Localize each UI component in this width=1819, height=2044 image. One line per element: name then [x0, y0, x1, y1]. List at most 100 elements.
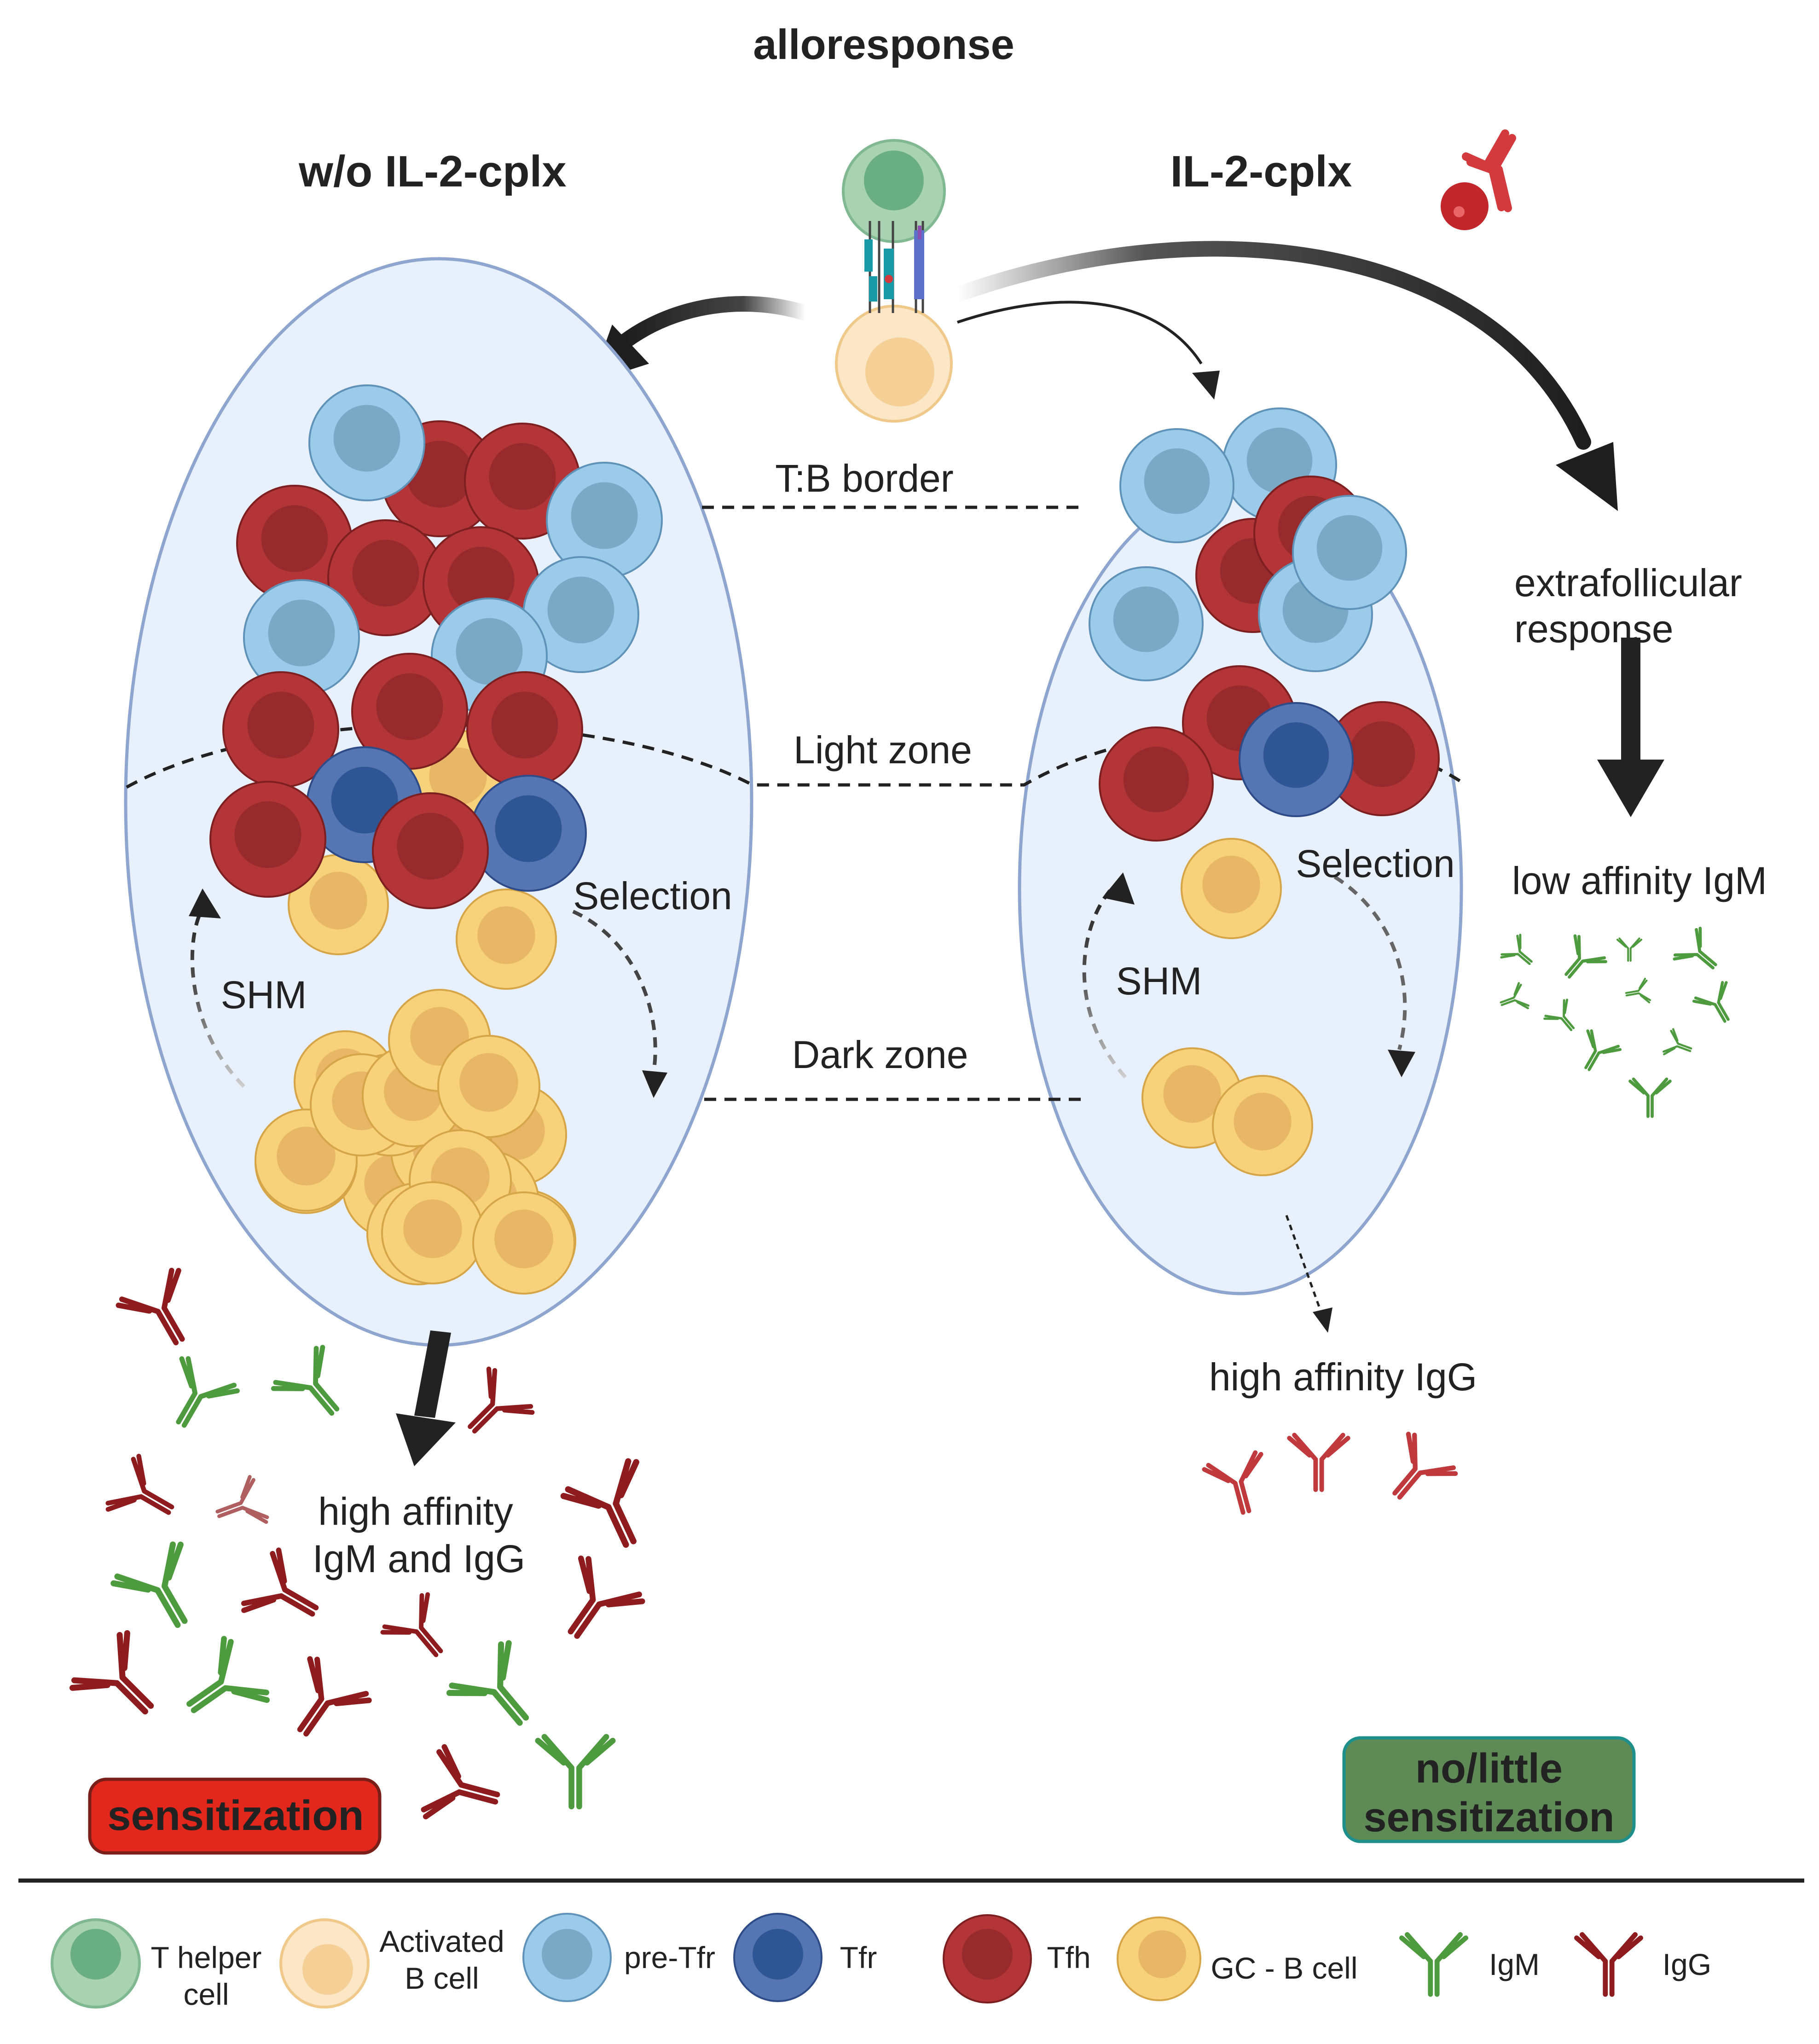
extrafollicular-label-line2: response	[1514, 607, 1674, 650]
igm-antibody	[1399, 1932, 1469, 1997]
legend-item-t-helper: T helper cell	[51, 1918, 262, 2011]
svg-text:Tfh: Tfh	[1047, 1940, 1090, 1974]
diagram-title: alloresponse	[753, 21, 1014, 68]
legend-item-igg: IgG	[1574, 1932, 1711, 1997]
right-shm-label: SHM	[1116, 959, 1202, 1003]
svg-text:cell: cell	[183, 1977, 229, 2011]
igm-antibody	[446, 1640, 529, 1726]
gc-b-cell	[472, 1191, 575, 1295]
igg-antibody	[1202, 1450, 1263, 1515]
igg-antibody	[560, 1458, 639, 1548]
pre-tfr-cell	[243, 579, 360, 696]
t-b-interaction-icon	[835, 139, 953, 423]
extrafollicular-label-line1: extrafollicular	[1514, 561, 1742, 604]
igm-antibody	[1500, 934, 1533, 965]
pre-tfr-cell	[546, 462, 663, 579]
pre-tfr-cell	[522, 556, 639, 673]
tfh-cell	[222, 671, 339, 788]
pre-tfr-cell	[1119, 428, 1234, 543]
left-output-label-line1: high affinity	[318, 1490, 513, 1533]
legend-item-pre-tfr: pre-Tfr	[522, 1913, 715, 2002]
svg-text:no/little: no/little	[1415, 1746, 1563, 1792]
tfh-cell	[466, 671, 583, 788]
svg-text:sensitization: sensitization	[1363, 1794, 1614, 1841]
tfh-cell	[1099, 726, 1214, 842]
igm-antibody-icon	[1399, 1932, 1469, 1997]
svg-text:Activated: Activated	[379, 1924, 504, 1958]
tfr-cell	[470, 775, 587, 892]
svg-text:T helper: T helper	[151, 1940, 262, 1974]
svg-text:pre-Tfr: pre-Tfr	[624, 1940, 715, 1974]
igg-antibody	[380, 1592, 443, 1657]
left-shm-label: SHM	[221, 973, 307, 1016]
igg-antibody-icon	[1574, 1932, 1644, 1997]
igg-antibody	[69, 1630, 154, 1715]
tfr-cell	[1239, 702, 1354, 817]
gc-b-cell	[381, 1181, 484, 1284]
igm-antibody	[1625, 977, 1651, 1004]
gc-b-cell	[1181, 838, 1282, 939]
legend-item-tfr: Tfr	[733, 1913, 877, 2002]
pre-tfr-cell	[1089, 566, 1204, 681]
il2-complex-icon	[1441, 129, 1516, 230]
right-selection-arrow	[1333, 875, 1407, 1051]
svg-text:GC - B cell: GC - B cell	[1211, 1951, 1357, 1985]
igm-antibody	[1584, 1029, 1622, 1071]
extrafollicular-down-arrow	[1597, 638, 1664, 817]
igm-antibody	[1564, 934, 1607, 979]
left-output-arrow	[396, 1330, 456, 1466]
left-selection-arrow	[572, 910, 657, 1073]
gc-b-cell	[288, 854, 389, 955]
right-panel-heading: IL-2-cplx	[1170, 147, 1352, 196]
pre-tfr-cell	[308, 384, 425, 501]
legend-item-gc-b: GC - B cell	[1117, 1916, 1358, 2001]
legend-item-activated-b: Activated B cell	[279, 1918, 504, 2009]
high-affinity-igg-cluster	[1202, 1431, 1458, 1515]
high-affinity-igg-label: high affinity IgG	[1209, 1355, 1477, 1399]
low-affinity-igm-cluster	[1500, 927, 1730, 1118]
left-output-label-line2: IgM and IgG	[313, 1537, 525, 1580]
right-follicle-cells	[1089, 407, 1440, 1176]
light-zone-label: Light zone	[794, 728, 972, 772]
igm-antibody	[1500, 982, 1530, 1010]
igg-antibody	[297, 1656, 372, 1737]
igm-antibody	[1662, 1028, 1692, 1056]
arrow-to-extrafollicular	[950, 241, 1618, 511]
arrow-to-right-follicle	[957, 301, 1220, 400]
svg-text:IgM: IgM	[1489, 1947, 1540, 1981]
tfh-cell	[327, 519, 444, 636]
gc-b-cell	[456, 888, 557, 990]
igm-antibody	[1543, 999, 1575, 1031]
pre-tfr-cell	[1292, 495, 1407, 610]
igg-antibody	[421, 1744, 500, 1820]
left-antibody-cluster	[69, 1267, 645, 1820]
svg-text:B cell: B cell	[405, 1961, 479, 1995]
igg-antibody	[1287, 1433, 1350, 1492]
low-affinity-igm-label: low affinity IgM	[1512, 859, 1767, 902]
tfh-cell	[372, 792, 489, 909]
svg-text:Tfr: Tfr	[840, 1940, 877, 1974]
gc-b-cell	[1212, 1075, 1313, 1176]
no-sensitization-badge: no/little sensitization	[1342, 1736, 1636, 1843]
igm-antibody	[1692, 981, 1730, 1023]
legend-item-igm: IgM	[1399, 1932, 1540, 1997]
igg-antibody	[241, 1547, 319, 1617]
legend-item-tfh: Tfh	[943, 1914, 1091, 2003]
igg-antibody	[1574, 1932, 1644, 1997]
igm-antibody	[1616, 937, 1643, 962]
igg-antibody	[568, 1555, 645, 1639]
igm-antibody	[186, 1636, 270, 1713]
tfh-cell	[1325, 701, 1440, 816]
igg-antibody	[105, 1453, 174, 1515]
sensitization-badge: sensitization	[88, 1777, 382, 1855]
right-selection-label: Selection	[1296, 842, 1455, 885]
igm-antibody	[271, 1345, 340, 1416]
tb-border-label: T:B border	[775, 457, 954, 500]
left-selection-label: Selection	[573, 874, 732, 917]
igg-antibody	[215, 1475, 269, 1524]
left-panel-heading: w/o IL-2-cplx	[298, 147, 566, 196]
igg-antibody	[116, 1267, 185, 1346]
igg-antibody	[468, 1366, 535, 1434]
igg-antibody	[1392, 1431, 1458, 1500]
